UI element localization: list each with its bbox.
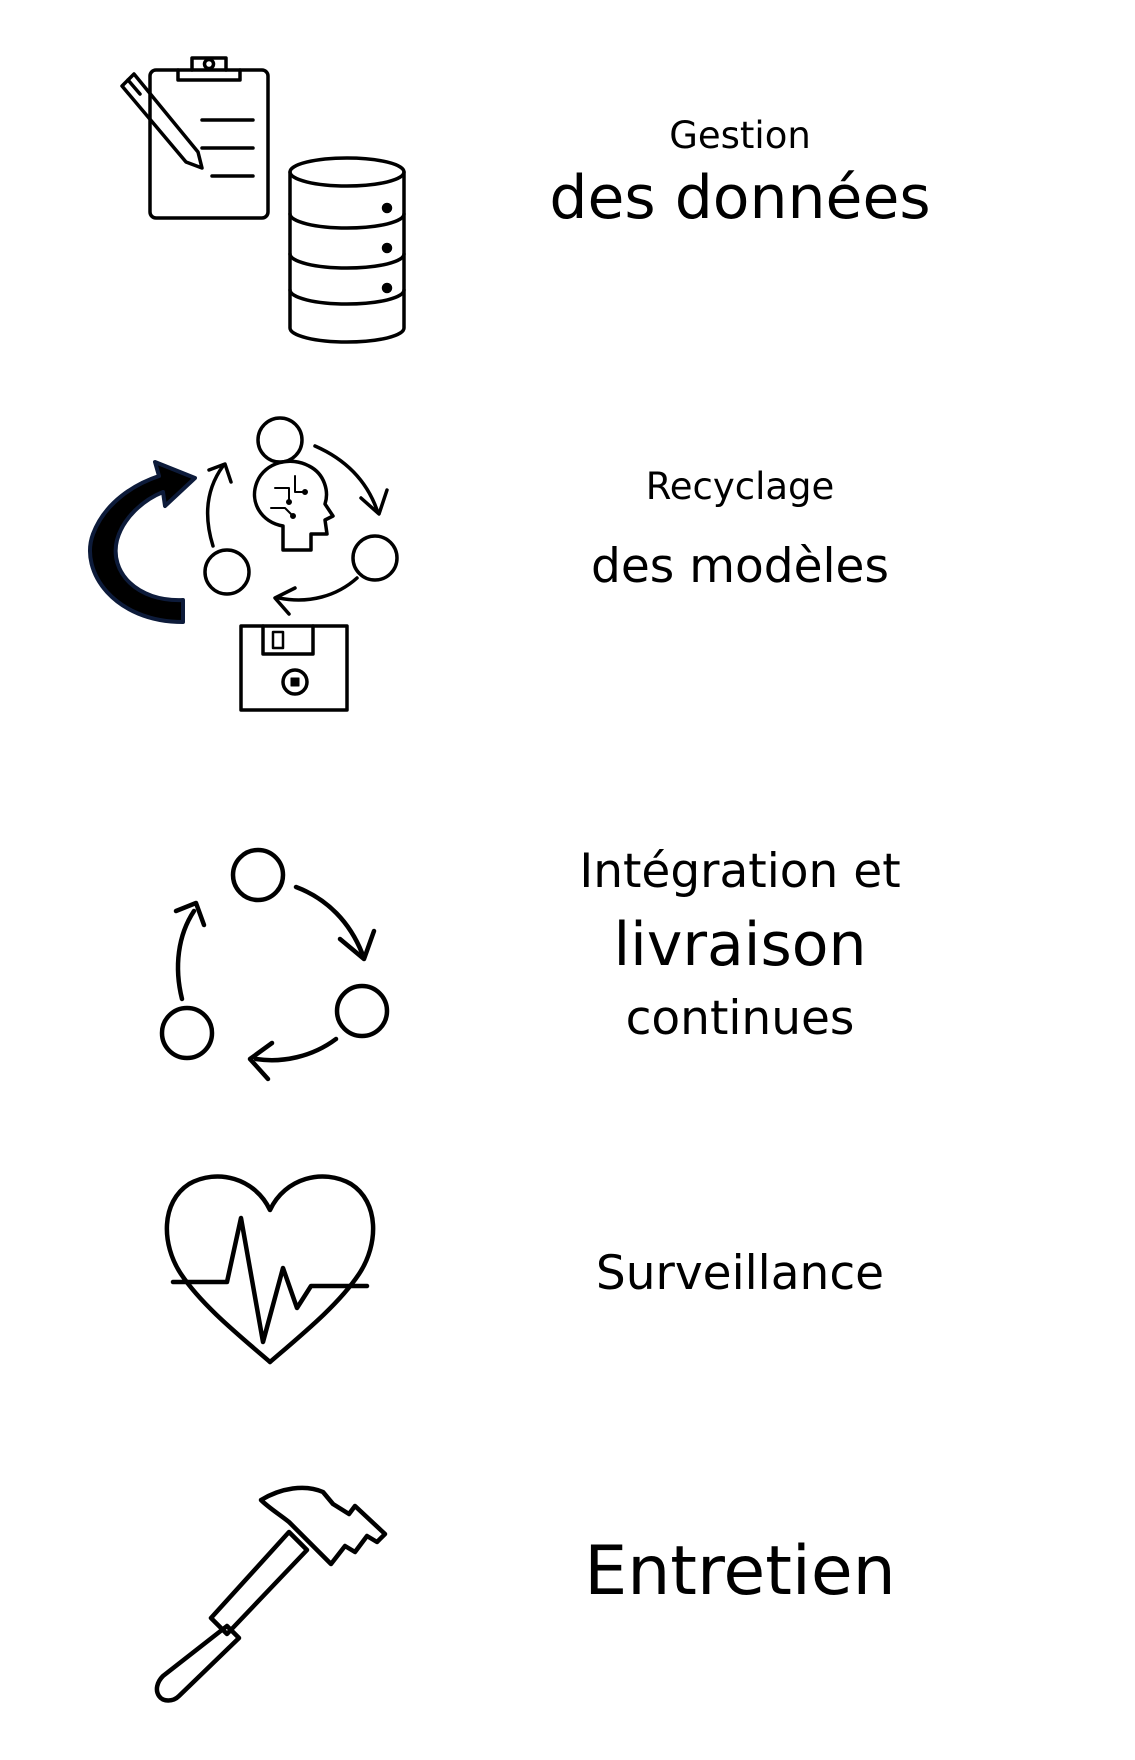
step-data-management: Gestion des données [0,0,1135,344]
step-label-line: Entretien [584,1532,896,1611]
step-model-retraining: Recyclage des modèles [0,400,1135,740]
step-label: Recyclage des modèles [520,468,960,590]
step-maintenance: Entretien [0,1450,1135,1760]
step-label: Gestion des données [520,117,960,228]
step-label: Intégration et livraison continues [520,848,960,1042]
step-label: Surveillance [520,1250,960,1297]
clipboard-database-icon [120,50,420,344]
step-label-line: Gestion [669,114,811,157]
step-label-line: Recyclage [645,465,835,508]
step-label-line: livraison [613,910,867,980]
step-label-line: Intégration et [579,844,901,899]
cycle-arrows-icon [159,835,400,1082]
model-retraining-cycle-icon [85,410,405,730]
hammer-icon [154,1470,395,1710]
step-label: Entretien [520,1538,960,1606]
step-label-line: des modèles [591,539,889,594]
step-monitoring: Surveillance [0,1150,1135,1410]
step-ci-cd: Intégration et livraison continues [0,820,1135,1120]
step-label-line: Surveillance [595,1246,885,1301]
heart-pulse-icon [164,1170,376,1370]
step-label-line: des données [549,163,931,233]
step-label-line: continues [625,991,855,1046]
